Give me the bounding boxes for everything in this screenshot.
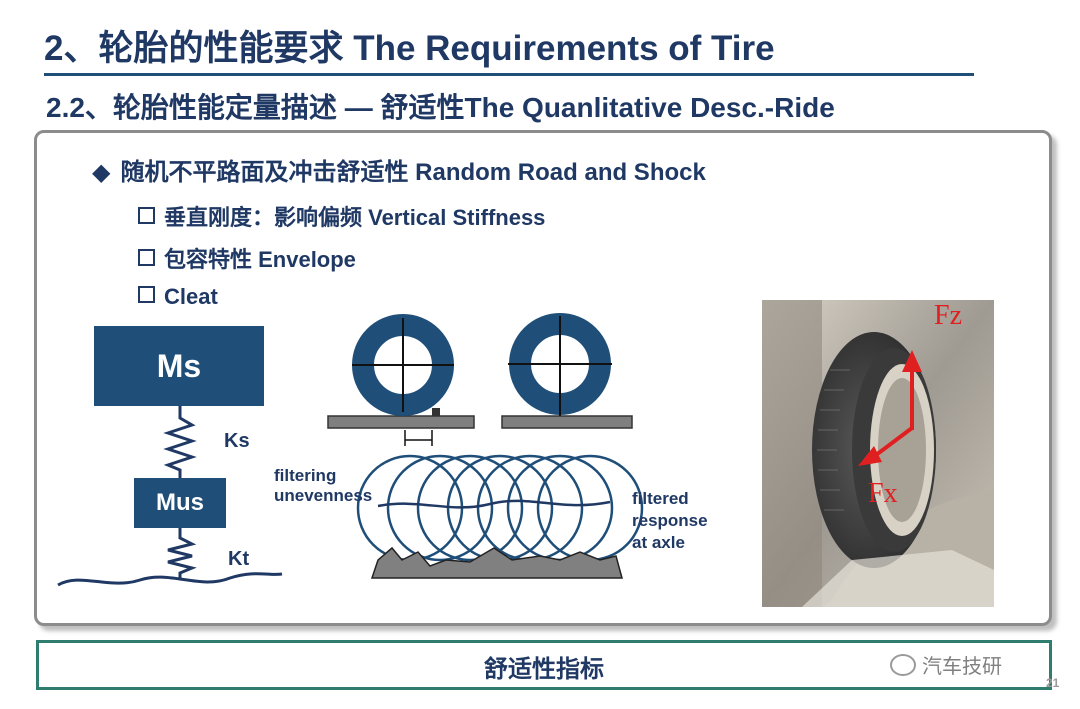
envelope-circles [356,454,644,562]
unsprung-mass-block [134,478,226,528]
force-arrows [858,350,922,466]
sub-bullet-text: 包容特性 Envelope [164,247,356,272]
road-profile-line [57,572,283,587]
square-bullet-icon [138,207,155,224]
suspension-spring [163,406,197,478]
tire-spring [167,528,197,578]
square-bullet-icon [138,249,155,266]
sub-bullet-vertical-stiffness: 垂直刚度：影响偏频 Vertical Stiffness [138,200,545,232]
page-number: 21 [1046,676,1060,690]
sub-bullet-cleat: Cleat [138,284,218,310]
wechat-icon [890,654,916,676]
slide-subtitle: 2.2、轮胎性能定量描述 — 舒适性The Quanlitative Desc.… [46,92,835,123]
comfort-index-box: 舒适性指标 [36,640,1052,690]
axle-path [377,499,611,509]
comfort-index-caption: 舒适性指标 [484,656,604,683]
ms-label: Ms [156,348,202,384]
fz-label: Fz [934,300,962,331]
fx-label: Fx [868,478,898,509]
sub-bullet-envelope: 包容特性 Envelope [138,242,356,274]
ground-plate-left [327,415,475,429]
watermark: 汽车技研 [890,650,1002,679]
uneven-road-block [370,546,623,579]
watermark-text: 汽车技研 [922,656,1002,678]
kt-label: Kt [228,548,250,570]
filtering-label: filtering unevenness [274,466,373,505]
sprung-mass-block [94,326,264,406]
ks-label: Ks [224,430,250,452]
sub-bullet-text: 垂直刚度：影响偏频 Vertical Stiffness [164,205,546,230]
main-bullet-text: 随机不平路面及冲击舒适性 Random Road and Shock [120,159,706,186]
filtered-label: filtered response at axle [632,489,708,552]
bump-left [432,408,440,416]
diamond-bullet-icon: ◆ [92,159,111,186]
sub-bullet-text: Cleat [164,284,218,309]
main-bullet: ◆ 随机不平路面及冲击舒适性 Random Road and Shock [92,152,706,187]
square-bullet-icon [138,286,155,303]
ground-plate-right [501,415,633,429]
mus-label: Mus [156,489,204,516]
slide-title: 2、轮胎的性能要求 The Requirements of Tire [44,29,775,68]
tire-test-photo [762,300,994,607]
title-underline [44,73,974,76]
